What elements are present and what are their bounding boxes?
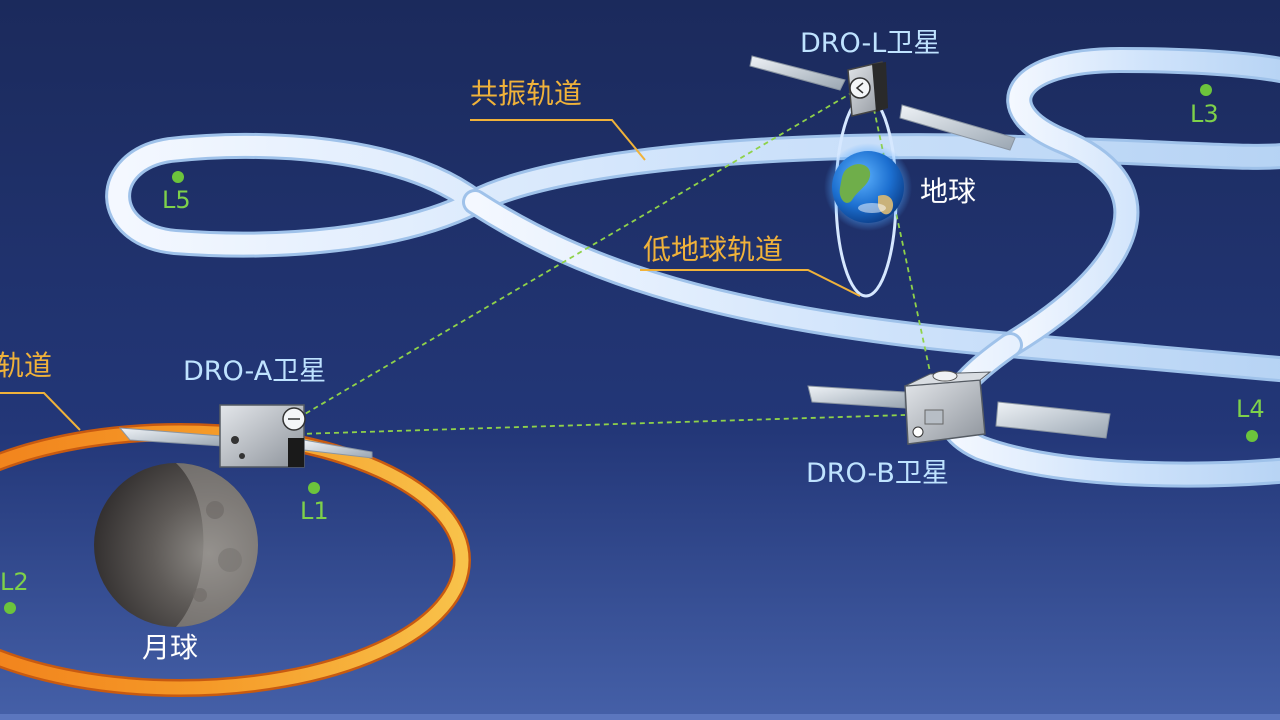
- dro-b-satellite: [807, 370, 1111, 445]
- dro-l-panel-right: [899, 104, 1016, 151]
- moon-crater: [218, 548, 242, 572]
- resonance-leader: [470, 119, 646, 161]
- bottom-strip: [0, 714, 1280, 720]
- l3-label: L3: [1190, 100, 1219, 128]
- earth-label: 地球: [920, 175, 977, 208]
- l4-point: [1246, 430, 1258, 442]
- resonance-orbit: [105, 47, 1280, 488]
- moon-label: 月球: [142, 631, 199, 664]
- earth: [824, 143, 912, 231]
- low-earth-orbit-label: 低地球轨道: [643, 233, 784, 266]
- earth-cloud: [858, 203, 886, 213]
- dro-l-label: DRO-L卫星: [800, 28, 941, 59]
- moon-lit-side: [176, 463, 258, 627]
- leader-lines: [0, 119, 861, 431]
- l2-point: [4, 602, 16, 614]
- link-a-b: [297, 414, 906, 435]
- l3-point: [1200, 84, 1212, 96]
- l5-label: L5: [162, 186, 191, 214]
- l5-point: [172, 171, 184, 183]
- l4-label: L4: [1236, 395, 1265, 423]
- dro-b-label: DRO-B卫星: [806, 458, 949, 489]
- dro-a-body-shade: [288, 438, 304, 467]
- dro-b-dish-icon: [932, 370, 958, 382]
- dro-leader: [0, 392, 81, 431]
- dro-l-panel-left: [749, 55, 846, 91]
- dro-b-panel-left: [807, 385, 906, 409]
- dro-l-antenna-feed: [855, 82, 864, 94]
- dro-a-satellite: [118, 404, 373, 468]
- dro-a-port: [231, 436, 239, 444]
- earth-continent: [839, 164, 871, 203]
- dro-a-label: DRO-A卫星: [183, 356, 327, 387]
- l2-label: L2: [0, 568, 29, 596]
- lagrange-points: [4, 84, 1258, 614]
- dro-b-sensor-icon: [912, 426, 924, 438]
- dro-a-port: [239, 453, 245, 459]
- l1-point: [308, 482, 320, 494]
- l1-label: L1: [300, 497, 329, 525]
- dro-l-body-shade: [872, 62, 888, 112]
- dro-l-antenna-icon: [849, 77, 871, 99]
- moon-crater: [193, 588, 207, 602]
- dro-l-satellite: [749, 55, 1016, 151]
- moon: [94, 463, 258, 627]
- dro-b-panel-box: [924, 409, 944, 425]
- lunar-orbit: [0, 425, 469, 695]
- leo-leader: [640, 269, 861, 297]
- dro-b-panel-right: [995, 401, 1111, 439]
- resonance-orbit-label: 共振轨道: [470, 77, 583, 110]
- link-a-l: [297, 87, 861, 419]
- dro-orbit-label: 轨道: [0, 349, 53, 382]
- moon-crater: [206, 501, 224, 519]
